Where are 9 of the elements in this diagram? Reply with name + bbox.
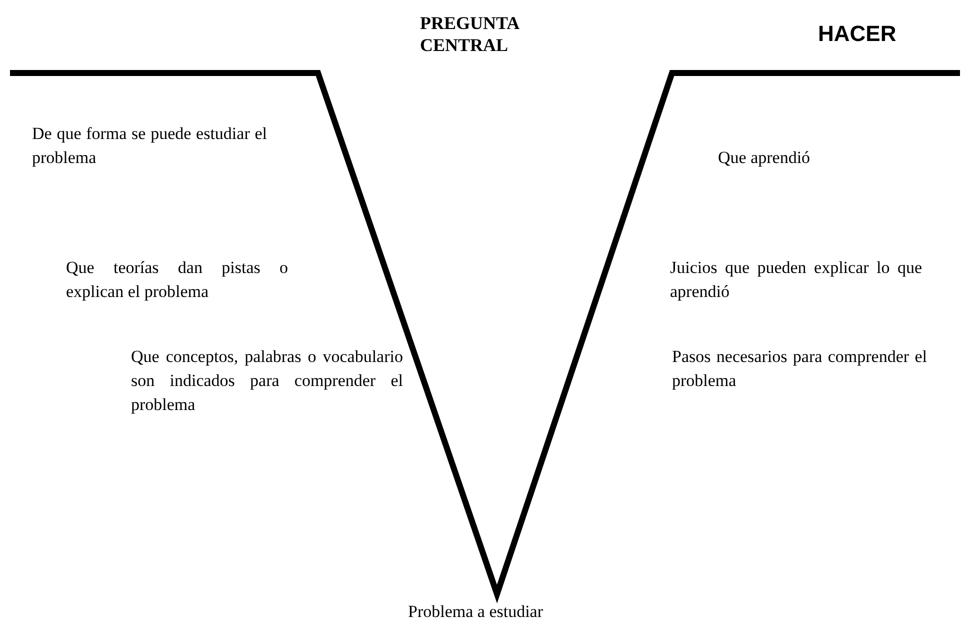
method-note: De que forma se puede estudiar el problema — [32, 123, 267, 169]
problem-label: Problema a estudiar — [408, 601, 544, 623]
steps-note: Pasos necesarios para comprender el problema — [672, 346, 927, 392]
concepts-note: Que conceptos, palabras o vocabulario son indicados para comprender el problema — [131, 346, 403, 416]
theory-note: Que teorías dan pistas o explican el problema — [66, 257, 288, 303]
central-question-heading: PREGUNTA CENTRAL — [420, 12, 520, 56]
judgement-note: Juicios que pueden explicar lo que aprendió — [670, 257, 922, 303]
doing-heading: HACER — [818, 22, 898, 46]
learning-note: Que aprendió — [718, 147, 812, 169]
